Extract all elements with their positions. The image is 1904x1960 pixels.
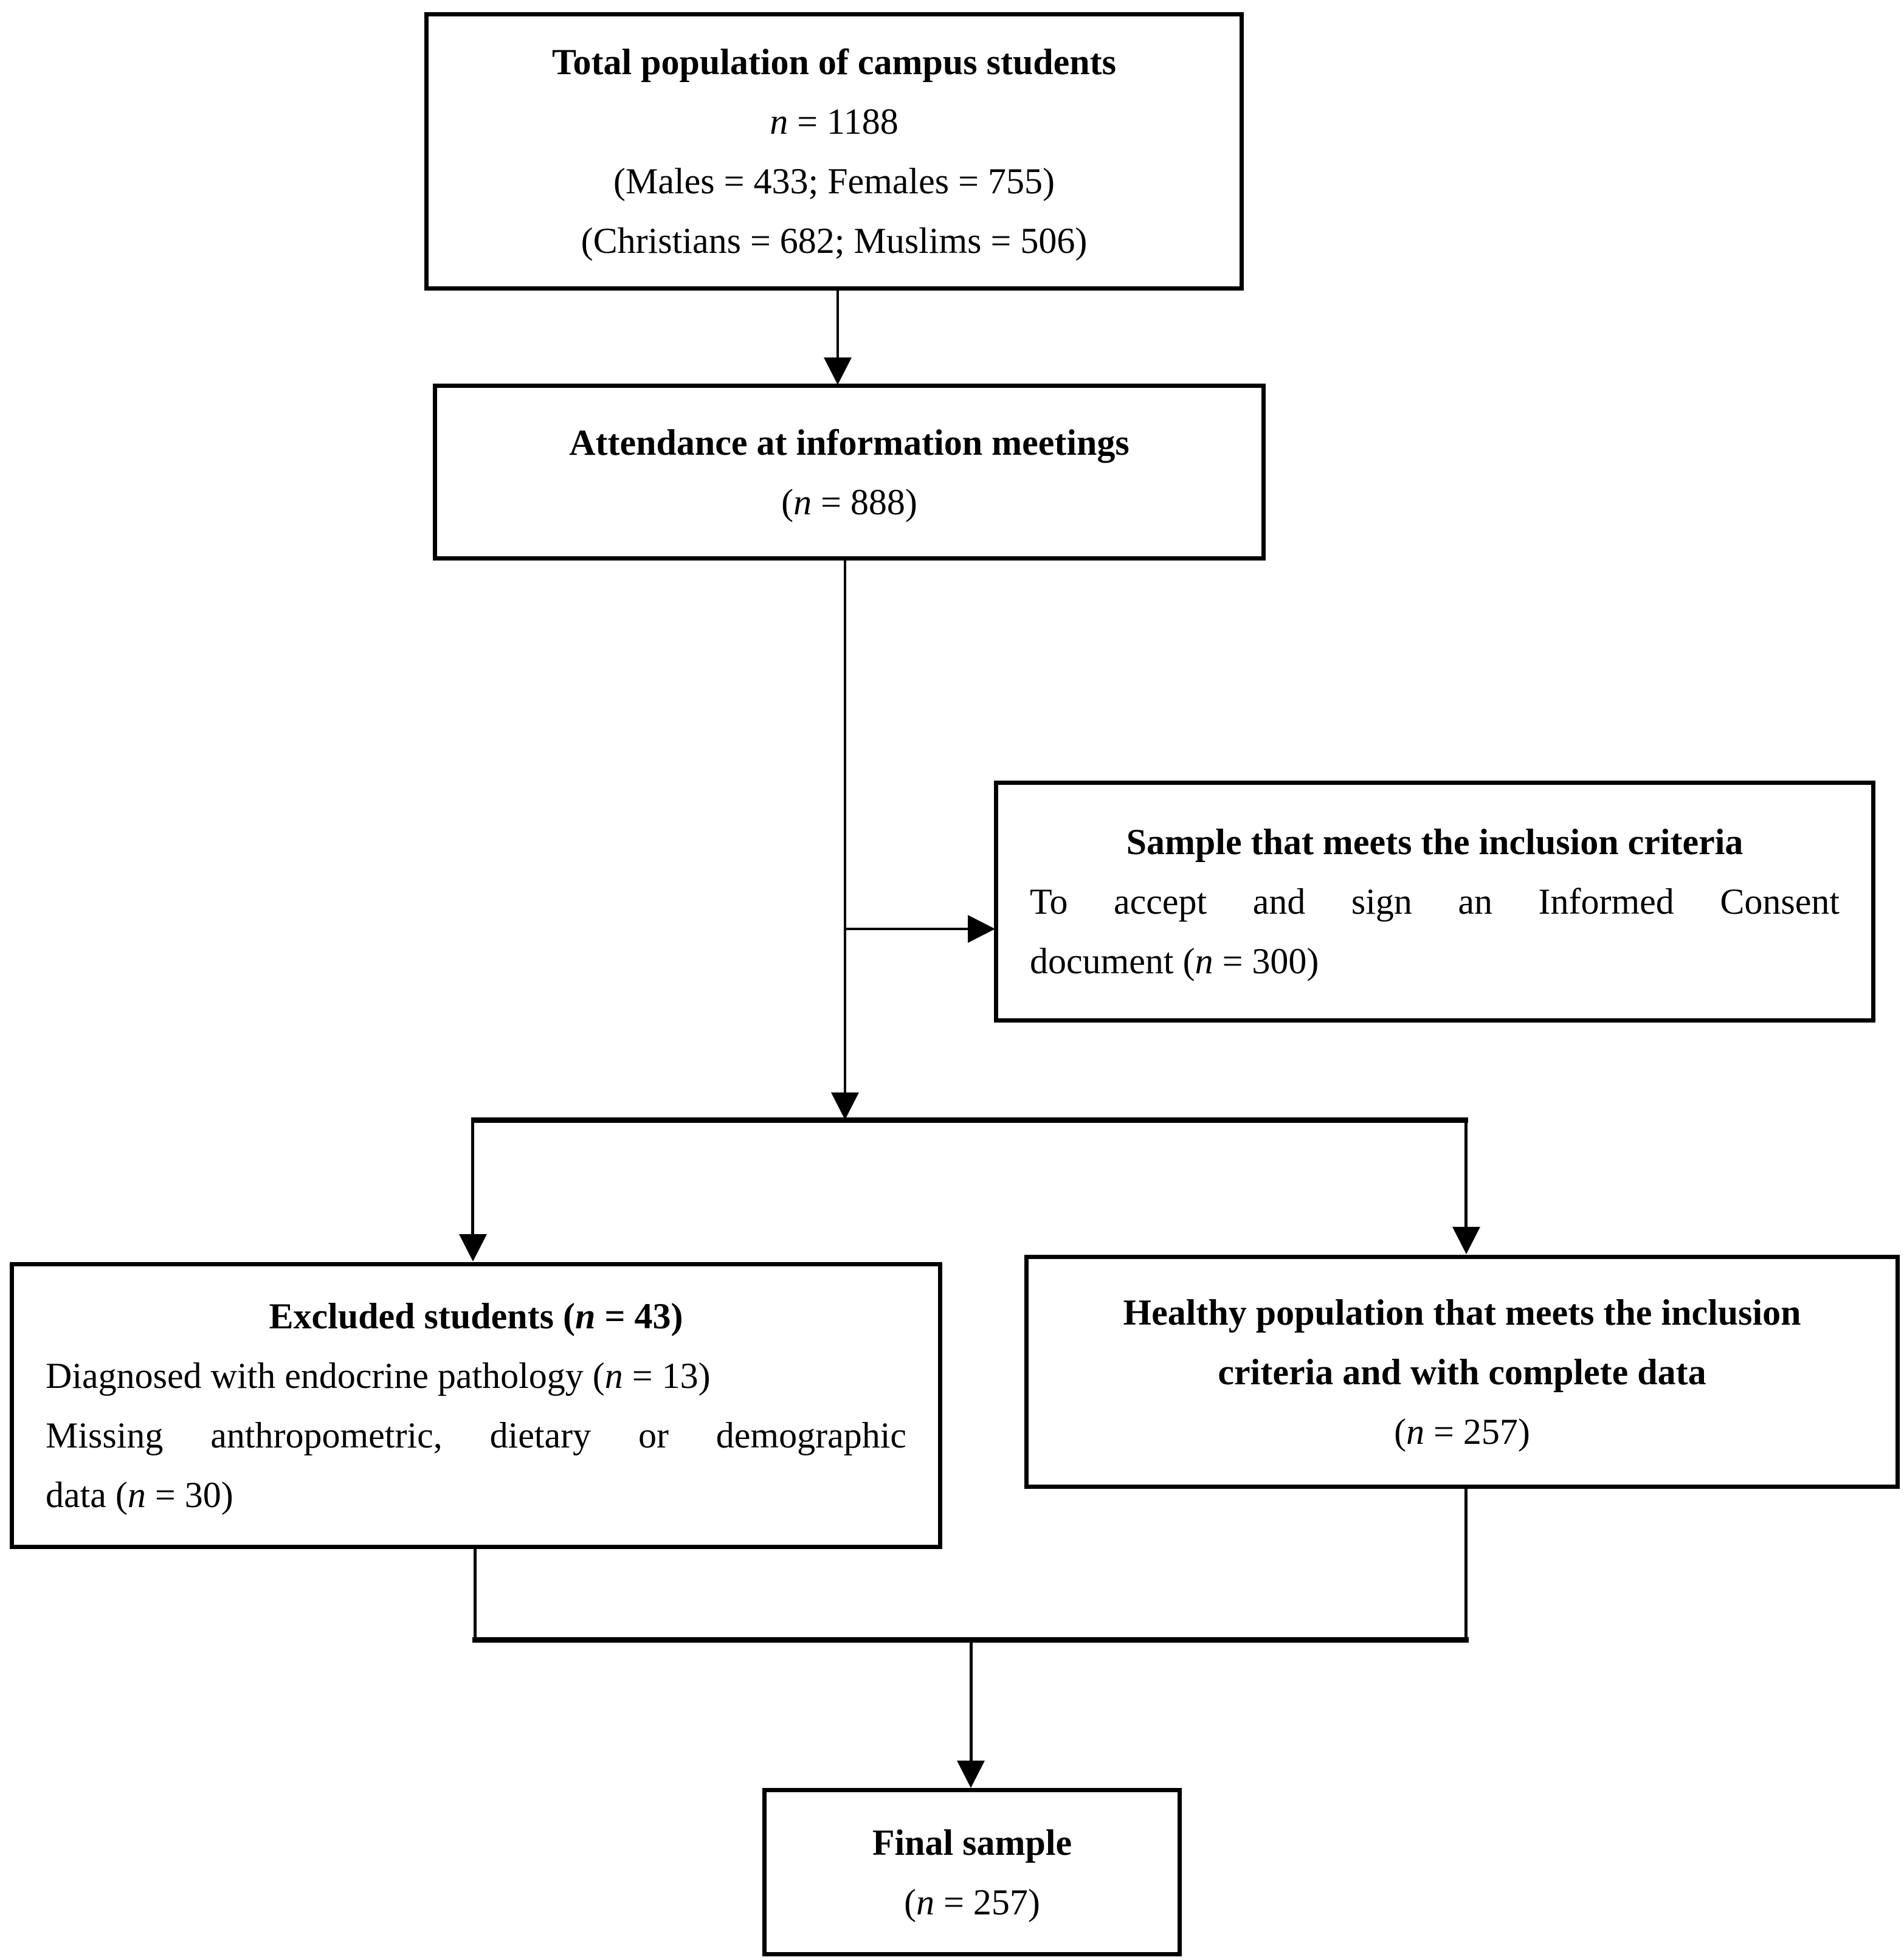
total-population-n: n = 1188 <box>770 102 899 142</box>
flow-box-attendance-content: Attendance at information meetings (n = … <box>437 388 1261 556</box>
inclusion-sample-title: Sample that meets the inclusion criteria <box>1126 822 1744 862</box>
flow-box-inclusion-sample-content: Sample that meets the inclusion criteria… <box>998 785 1871 1018</box>
flow-box-excluded-content: Excluded students (n = 43) Diagnosed wit… <box>14 1266 938 1545</box>
final-sample-n: (n = 257) <box>904 1882 1040 1922</box>
attendance-title: Attendance at information meetings <box>569 422 1130 463</box>
flow-box-final-sample: Final sample (n = 257) <box>762 1788 1182 1956</box>
split-bar <box>471 1117 1468 1123</box>
flow-box-inclusion-sample: Sample that meets the inclusion criteria… <box>994 781 1875 1023</box>
arrow-merge-to-final-stem <box>970 1643 973 1762</box>
flow-box-final-sample-content: Final sample (n = 257) <box>767 1792 1178 1952</box>
flow-box-healthy: Healthy population that meets the inclus… <box>1024 1255 1900 1489</box>
attendance-n: (n = 888) <box>781 481 917 522</box>
final-sample-title: Final sample <box>872 1822 1072 1863</box>
flow-box-healthy-content: Healthy population that meets the inclus… <box>1029 1259 1895 1485</box>
connector-attendance-down-stem <box>844 561 846 1094</box>
flow-box-total-population-content: Total population of campus students n = … <box>429 16 1240 286</box>
arrow-split-right-arrowhead <box>1452 1227 1480 1254</box>
healthy-title-line1: Healthy population that meets the inclus… <box>1123 1292 1801 1333</box>
arrow-merge-to-final-arrowhead <box>957 1761 985 1788</box>
excluded-reason-missing-line1: Missing anthropometric, dietary or demog… <box>46 1415 906 1455</box>
flow-box-total-population: Total population of campus students n = … <box>424 12 1244 291</box>
arrow-split-left-stem <box>471 1123 474 1235</box>
total-population-sex-split: (Males = 433; Females = 755) <box>613 161 1055 201</box>
excluded-reason-endocrine: Diagnosed with endocrine pathology (n = … <box>46 1356 711 1396</box>
connector-attendance-down-arrowhead <box>831 1092 859 1120</box>
arrow-total-to-attendance-arrowhead <box>824 357 852 385</box>
arrow-split-right-stem <box>1464 1123 1468 1228</box>
excluded-reason-missing-line2: data (n = 30) <box>46 1475 233 1515</box>
inclusion-sample-body-line1: To accept and sign an Informed Consent <box>1030 882 1840 922</box>
total-population-religion-split: (Christians = 682; Muslims = 506) <box>581 221 1088 261</box>
arrow-split-left-arrowhead <box>459 1234 487 1261</box>
healthy-title-line2: criteria and with complete data <box>1218 1351 1706 1392</box>
connector-healthy-down-stem <box>1464 1489 1468 1641</box>
total-population-title: Total population of campus students <box>551 42 1117 82</box>
arrow-total-to-attendance-stem <box>836 291 839 359</box>
inclusion-sample-body-line2: document (n = 300) <box>1030 941 1319 981</box>
flow-box-excluded: Excluded students (n = 43) Diagnosed wit… <box>10 1262 942 1549</box>
merge-bar <box>472 1637 1469 1643</box>
arrow-branch-to-inclusion-stem <box>845 928 970 930</box>
flow-box-attendance: Attendance at information meetings (n = … <box>433 384 1266 561</box>
excluded-title: Excluded students (n = 43) <box>269 1296 683 1336</box>
connector-excluded-down-stem <box>474 1549 477 1641</box>
healthy-n: (n = 257) <box>1394 1411 1530 1452</box>
arrow-branch-to-inclusion-arrowhead <box>968 915 995 943</box>
